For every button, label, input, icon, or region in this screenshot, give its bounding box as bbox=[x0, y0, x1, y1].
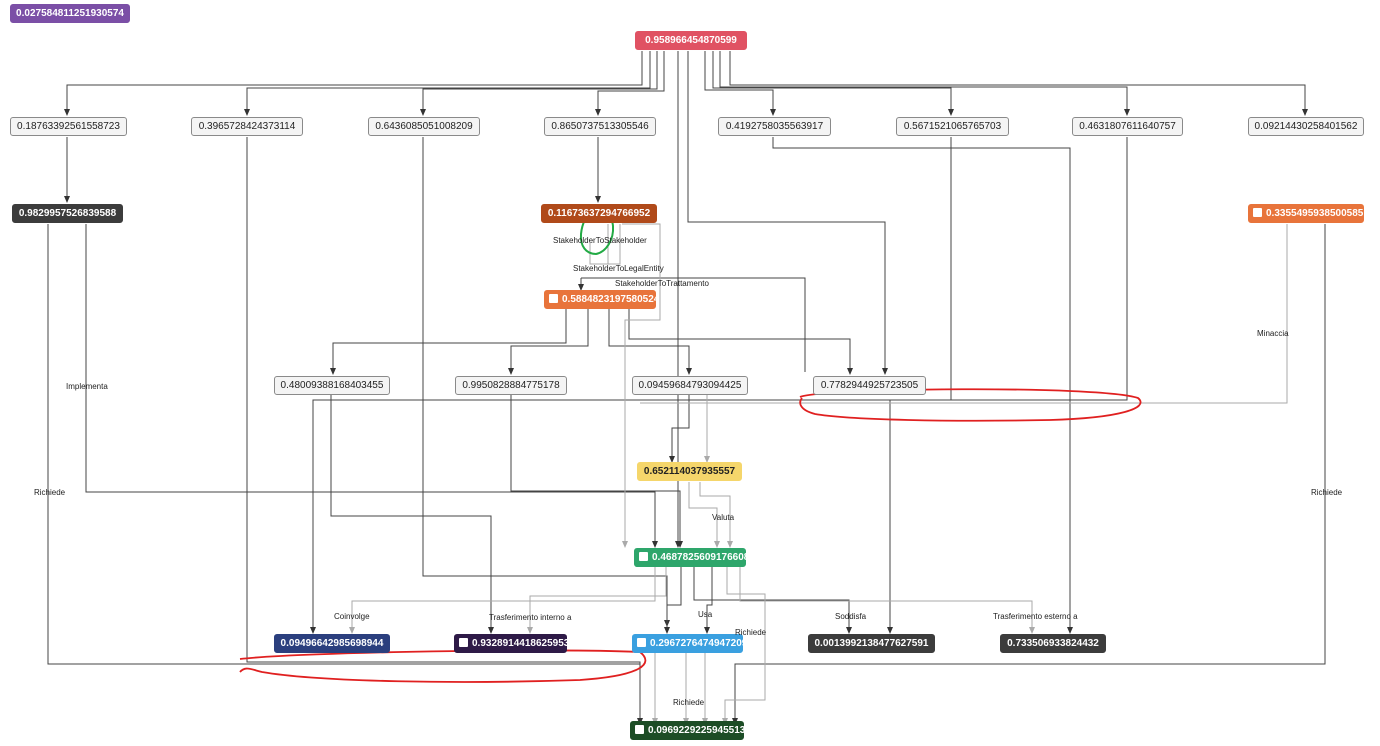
edge bbox=[729, 51, 1308, 116]
edge bbox=[732, 224, 1326, 725]
node-sky-blue[interactable]: 0.2967276474947209 bbox=[632, 634, 747, 653]
edge-label-coinvolge: Coinvolge bbox=[334, 612, 370, 621]
node-orange-mid[interactable]: 0.5884823197580524 bbox=[544, 290, 660, 309]
edge bbox=[669, 394, 690, 463]
red-annotation-scribble bbox=[239, 649, 647, 683]
edge-label-minaccia: Minaccia bbox=[1257, 329, 1289, 338]
node-row1-1[interactable]: 0.18763392561558723 bbox=[10, 117, 127, 136]
edge-label-richiede-bottom: Richiede bbox=[673, 698, 705, 707]
edge-label-stakeholder-to-stakeholder: StakeholderToStakeholder bbox=[553, 236, 647, 245]
node-row1-4[interactable]: 0.8650737513305546 bbox=[544, 117, 656, 136]
node-green[interactable]: 0.4687825609176608 bbox=[634, 548, 750, 567]
node-navy[interactable]: 0.09496642985698944 bbox=[274, 634, 390, 653]
checkbox-icon bbox=[549, 294, 558, 303]
node-orange-right[interactable]: 0.3355495938500585 bbox=[1248, 204, 1364, 223]
edge-light bbox=[622, 223, 661, 548]
edge bbox=[420, 51, 658, 116]
node-row1-2[interactable]: 0.3965728424373114 bbox=[191, 117, 303, 136]
edge bbox=[510, 394, 683, 548]
edge-label-soddisfa: Soddisfa bbox=[835, 612, 867, 621]
edge bbox=[422, 137, 670, 627]
edge-label-implementa: Implementa bbox=[66, 382, 108, 391]
edge bbox=[719, 51, 1130, 116]
node-brown[interactable]: 0.11673637294766952 bbox=[541, 204, 657, 223]
node-row3-1[interactable]: 0.48009388168403455 bbox=[274, 376, 390, 395]
edge-light bbox=[699, 482, 733, 548]
edge bbox=[330, 309, 567, 375]
edge-light bbox=[722, 567, 766, 725]
node-label: 0.5884823197580524 bbox=[562, 294, 660, 305]
edge bbox=[581, 277, 806, 372]
node-row1-6[interactable]: 0.5671521065765703 bbox=[896, 117, 1009, 136]
edge bbox=[244, 51, 651, 116]
edge-light bbox=[739, 567, 1035, 634]
node-dark-gray-1[interactable]: 0.0013992138477627591 bbox=[808, 634, 935, 653]
node-dark-gray-2[interactable]: 0.733506933824432 bbox=[1000, 634, 1106, 653]
edge-label-trasferimento-esterno: Trasferimento esterno a bbox=[993, 612, 1078, 621]
edge-light bbox=[640, 224, 1288, 404]
edge bbox=[664, 567, 682, 634]
node-root[interactable]: 0.958966454870599 bbox=[635, 31, 747, 50]
edge bbox=[628, 309, 853, 375]
edge bbox=[595, 51, 665, 116]
edge-light bbox=[688, 482, 720, 548]
node-row1-3[interactable]: 0.6436085051008209 bbox=[368, 117, 480, 136]
edge-light bbox=[349, 567, 656, 634]
node-row3-2[interactable]: 0.9950828884775178 bbox=[455, 376, 567, 395]
edge bbox=[704, 51, 776, 116]
node-row1-8[interactable]: 0.09214430258401562 bbox=[1248, 117, 1364, 136]
node-label: 0.4687825609176608 bbox=[652, 552, 750, 563]
edge-label-stakeholder-to-trattamento: StakeholderToTrattamento bbox=[615, 279, 709, 288]
edge-label-richiede-left: Richiede bbox=[34, 488, 66, 497]
node-bottom[interactable]: 0.09692292259455138 bbox=[630, 721, 751, 740]
red-annotation-scribble bbox=[799, 388, 1142, 422]
checkbox-icon bbox=[635, 725, 644, 734]
node-row3-3[interactable]: 0.09459684793094425 bbox=[632, 376, 748, 395]
node-label: 0.3355495938500585 bbox=[1266, 208, 1364, 219]
edge bbox=[246, 137, 643, 725]
edge-label-richiede-mid: Richiede bbox=[735, 628, 767, 637]
edge bbox=[687, 51, 888, 375]
edge bbox=[712, 51, 954, 116]
edge bbox=[85, 224, 658, 548]
checkbox-icon bbox=[459, 638, 468, 647]
node-label: 0.2967276474947209 bbox=[650, 638, 748, 649]
edge bbox=[608, 309, 692, 375]
edge bbox=[887, 137, 1128, 634]
edge bbox=[47, 224, 640, 665]
node-label: 0.9328914418625953 bbox=[472, 638, 570, 649]
edge-label-trasferimento-interno: Trasferimento interno a bbox=[489, 613, 572, 622]
node-top-left[interactable]: 0.027584811251930574 bbox=[10, 4, 130, 23]
edge bbox=[772, 137, 1073, 634]
edge-label-valuta: Valuta bbox=[712, 513, 735, 522]
node-dark-left[interactable]: 0.9829957526839588 bbox=[12, 204, 123, 223]
edge-label-usa: Usa bbox=[698, 610, 713, 619]
node-row3-4[interactable]: 0.7782944925723505 bbox=[813, 376, 926, 395]
edge-label-stakeholder-to-legal-entity: StakeholderToLegalEntity bbox=[573, 264, 664, 273]
node-yellow[interactable]: 0.652114037935557 bbox=[637, 462, 742, 481]
node-row1-7[interactable]: 0.4631807611640757 bbox=[1072, 117, 1183, 136]
checkbox-icon bbox=[1253, 208, 1262, 217]
edge bbox=[704, 567, 713, 634]
checkbox-icon bbox=[637, 638, 646, 647]
edge-label-richiede-right: Richiede bbox=[1311, 488, 1343, 497]
edge bbox=[693, 567, 852, 634]
edge bbox=[330, 394, 494, 634]
edge bbox=[508, 309, 589, 375]
checkbox-icon bbox=[639, 552, 648, 561]
edge bbox=[64, 51, 643, 116]
edge-light bbox=[527, 567, 667, 634]
node-label: 0.09692292259455138 bbox=[648, 725, 751, 736]
node-row1-5[interactable]: 0.4192758035563917 bbox=[718, 117, 831, 136]
node-deep-purple[interactable]: 0.9328914418625953 bbox=[454, 634, 570, 653]
edge bbox=[310, 137, 952, 634]
